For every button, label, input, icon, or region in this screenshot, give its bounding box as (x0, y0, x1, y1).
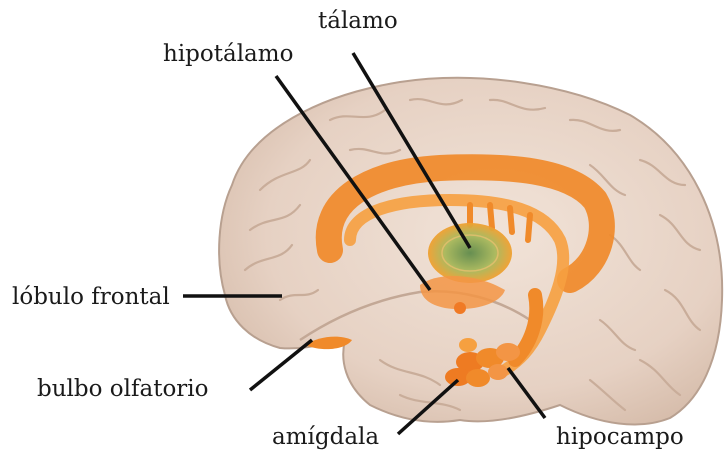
label-talamo: tálamo (318, 10, 398, 33)
thalamus (428, 223, 512, 283)
label-lobulo-frontal: lóbulo frontal (12, 286, 170, 309)
label-amigdala: amígdala (272, 426, 379, 449)
label-hipocampo: hipocampo (556, 426, 684, 449)
label-hipotalamo: hipotálamo (163, 43, 293, 66)
label-bulbo-olfatorio: bulbo olfatorio (37, 378, 209, 401)
